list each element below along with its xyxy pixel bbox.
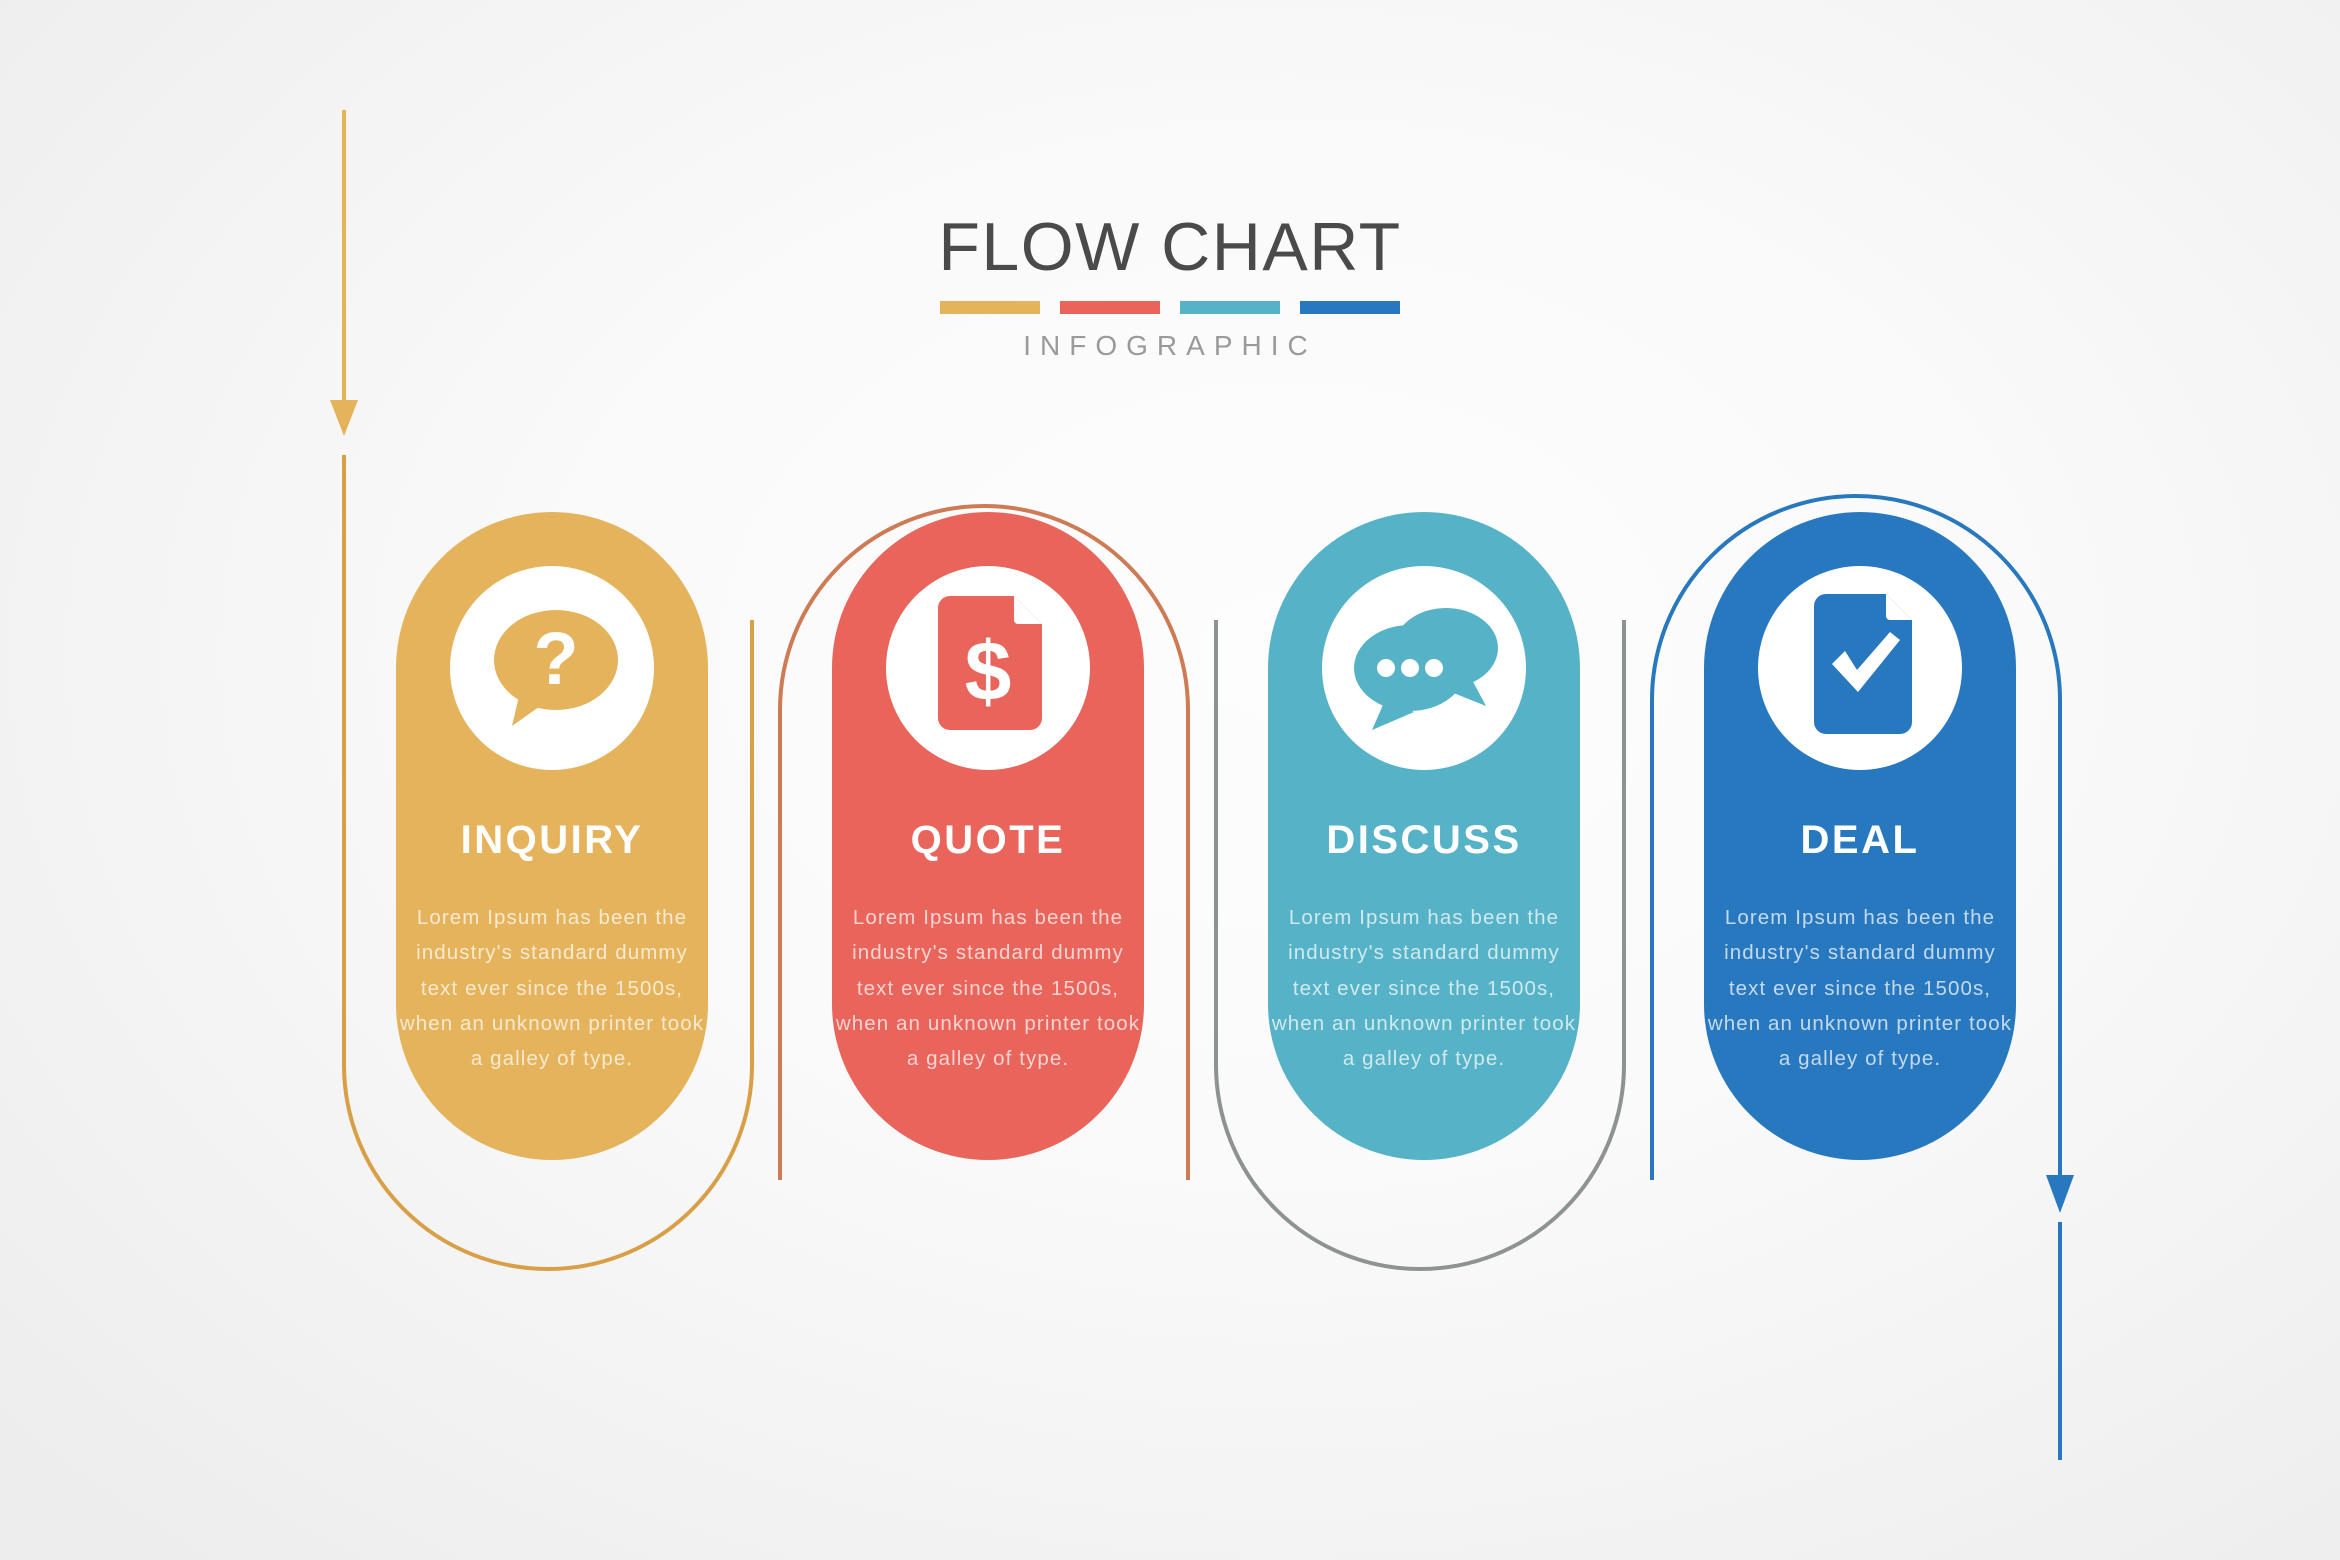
step-1-outline: [342, 455, 754, 1271]
step-3-outline: [1214, 620, 1626, 1271]
svg-text:?: ?: [533, 617, 578, 700]
step-4-outline: [1650, 494, 2062, 1180]
title-rule-segment-2: [1060, 301, 1160, 314]
entry-arrow: [330, 110, 358, 436]
step-3-discuss[interactable]: [1268, 512, 1580, 1160]
step-4-deal[interactable]: [1704, 512, 2016, 1160]
title-rule-row: [0, 301, 2340, 314]
page-subtitle: INFOGRAPHIC: [1023, 330, 1317, 361]
chat-bubbles-icon: [1354, 608, 1498, 730]
invoice-dollar-document-icon: $: [938, 596, 1042, 730]
step-2-outline: [778, 504, 1190, 1180]
title-rule-segment-1: [940, 301, 1040, 314]
title-rule-segment-3: [1180, 301, 1280, 314]
title-block: FLOW CHART INFOGRAPHIC: [0, 213, 2340, 362]
checked-document-icon: [1814, 594, 1912, 734]
step-2-quote[interactable]: $: [832, 512, 1144, 1160]
title-rule-segment-4: [1300, 301, 1400, 314]
page-title: FLOW CHART: [938, 209, 1402, 285]
question-speech-bubble-icon: ?: [494, 610, 618, 726]
step-1-inquiry[interactable]: ?: [396, 512, 708, 1160]
svg-text:$: $: [965, 624, 1012, 718]
exit-arrow: [2046, 1175, 2074, 1460]
